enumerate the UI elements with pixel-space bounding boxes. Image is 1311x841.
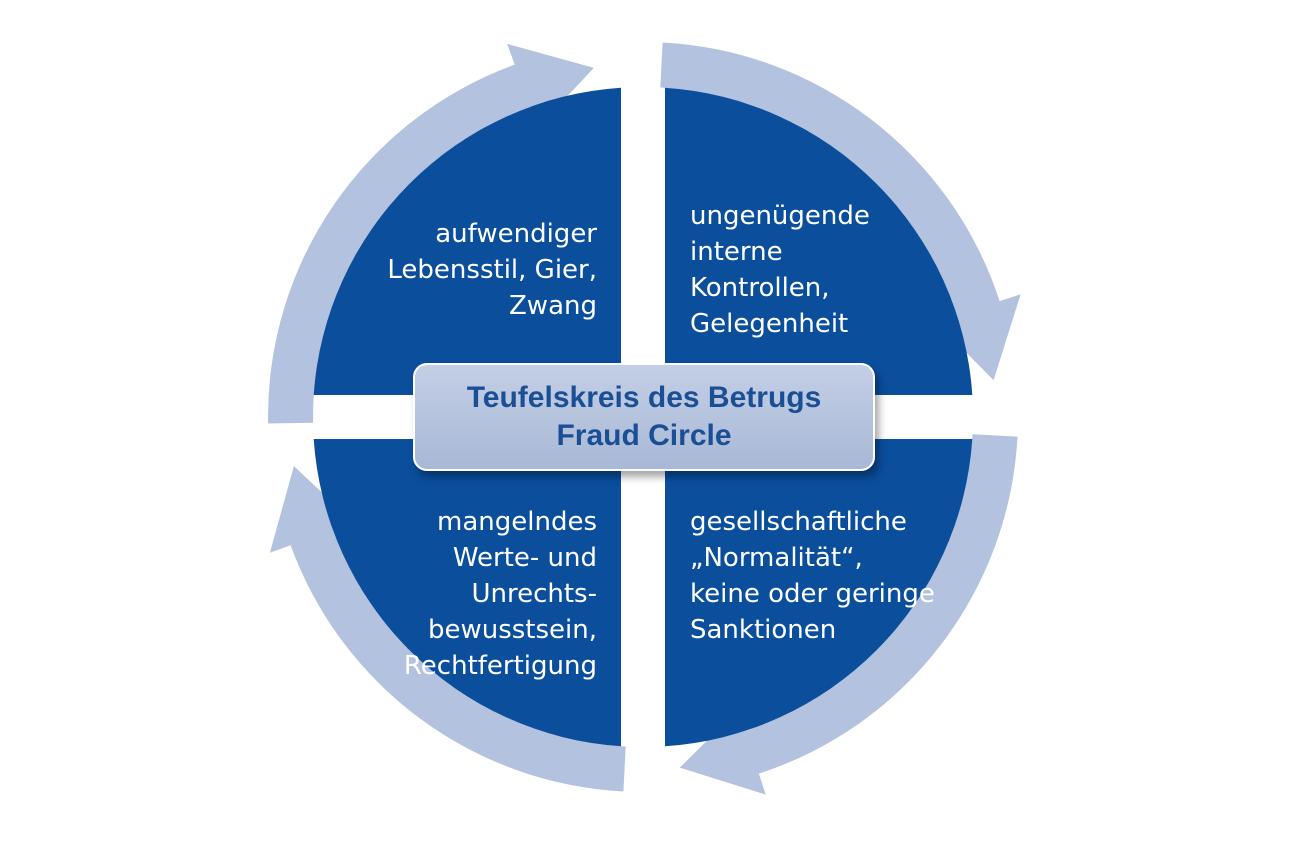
quadrant-top-left-line: aufwendiger (435, 219, 597, 249)
quadrant-bottom-right-text: gesellschaftliche „Normalität“, keine od… (690, 504, 935, 648)
arrow-top-left (268, 43, 594, 424)
quadrant-top-right-line: Gelegenheit (690, 309, 849, 339)
quadrant-bottom-left-text: mangelndes Werte- und Unrechts- bewussts… (404, 504, 597, 684)
quadrant-top-left-text: aufwendiger Lebensstil, Gier, Zwang (387, 216, 597, 324)
quadrant-bottom-left (313, 439, 621, 747)
quadrant-top-left (313, 87, 621, 395)
quadrant-top-left-line: Zwang (509, 291, 597, 321)
quadrant-top-left-line: Lebensstil, Gier, (387, 255, 597, 285)
quadrant-top-right-text: ungenügende interne Kontrollen, Gelegenh… (690, 198, 870, 342)
quadrant-bottom-left-line: bewusstsein, (427, 615, 597, 645)
quadrant-bottom-right-line: gesellschaftliche (690, 507, 907, 537)
quadrant-bottom-left-line: Unrechts- (471, 579, 597, 609)
quadrants (313, 87, 973, 747)
quadrant-bottom-right-line: „Normalität“, (690, 543, 863, 573)
quadrant-top-right-line: interne (690, 237, 783, 267)
quadrant-top-right-line: Kontrollen, (690, 273, 830, 303)
arrow-top-right (660, 42, 1021, 381)
quadrant-bottom-left-line: mangelndes (437, 507, 597, 537)
quadrant-bottom-right (665, 439, 973, 747)
quadrant-bottom-left-line: Rechtfertigung (403, 651, 597, 681)
quadrant-top-right-line: ungenügende (690, 201, 870, 231)
quadrant-bottom-left-line: Werte- und (452, 543, 597, 573)
center-title-line-2: Fraud Circle (556, 419, 732, 452)
quadrant-bottom-right-line: Sanktionen (690, 615, 837, 645)
quadrant-bottom-right-line: keine oder geringe (690, 579, 935, 609)
quadrant-top-right (665, 87, 973, 395)
arrow-bottom-left (269, 466, 626, 792)
center-title-box: Teufelskreis des Betrugs Fraud Circle (413, 363, 875, 471)
cycle-arrows (268, 42, 1021, 795)
center-title-line-1: Teufelskreis des Betrugs (466, 381, 822, 414)
arrow-bottom-right (679, 434, 1018, 795)
